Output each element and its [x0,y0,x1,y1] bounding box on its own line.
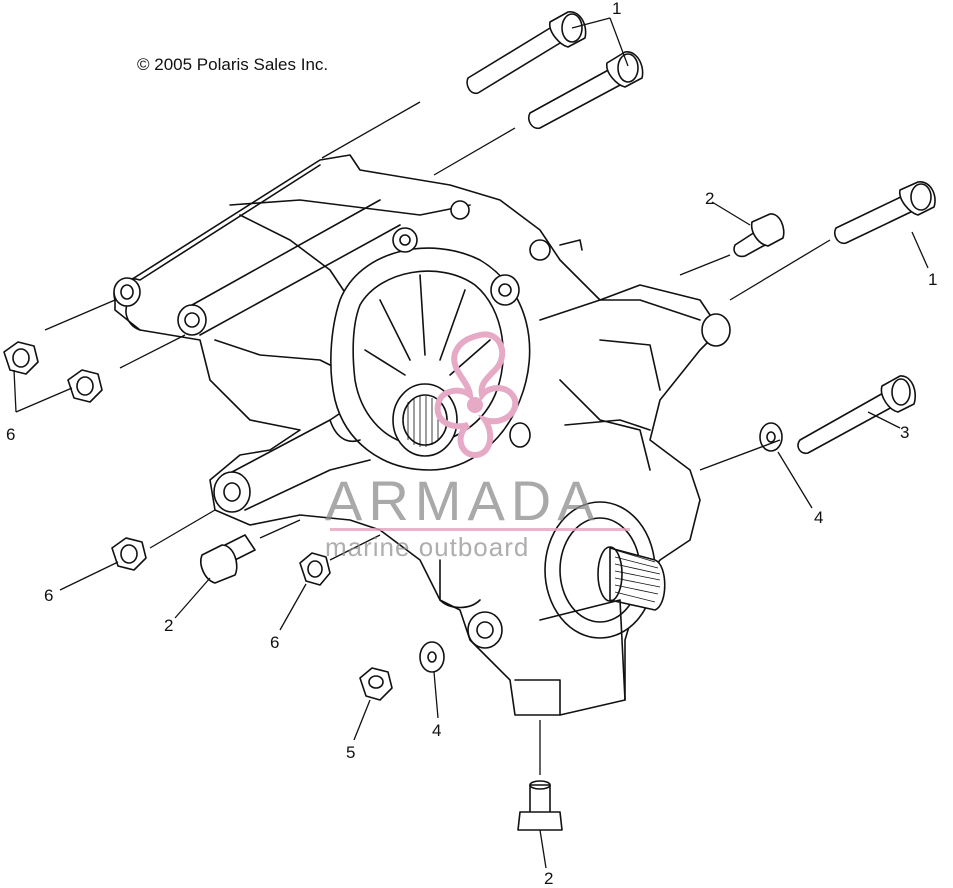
bolt-2-bottom [517,780,563,831]
callout-6-center: 6 [270,633,280,652]
watermark-divider [330,528,630,531]
callout-2-bottom: 2 [544,869,554,888]
bolt-2-left [200,534,256,584]
nut-6-c [111,537,147,571]
nut-5 [359,667,393,701]
callout-2-left: 2 [164,616,174,635]
leader-lines [13,17,929,869]
nut-6-d [299,552,331,586]
bolt-1-upper [466,11,587,95]
callout-6-lower-left: 6 [44,586,54,605]
armada-logo-icon [434,331,519,459]
callout-2-top: 2 [705,189,715,208]
washer-4-right [759,422,783,452]
gearcase-housing [113,154,731,716]
callout-3: 3 [900,423,910,442]
callout-1-top: 1 [612,0,622,18]
callout-1-right: 1 [928,270,938,289]
bolt-1-right [833,181,936,245]
watermark-tagline: marine outboard [325,532,530,562]
assembly-lines [44,101,831,775]
nut-6-a [3,341,39,375]
washer-4-bottom [419,641,445,673]
callout-4-bottom: 4 [432,721,442,740]
callout-4-right: 4 [814,508,824,527]
copyright-text: © 2005 Polaris Sales Inc. [137,55,329,74]
bolt-3 [797,375,916,455]
bolt-2-top [733,213,785,258]
nut-6-b [67,369,103,403]
callout-5: 5 [346,743,356,762]
callout-6-left: 6 [6,425,16,444]
watermark-brand: ARMADA [325,469,601,532]
bolt-1-middle [527,51,644,130]
